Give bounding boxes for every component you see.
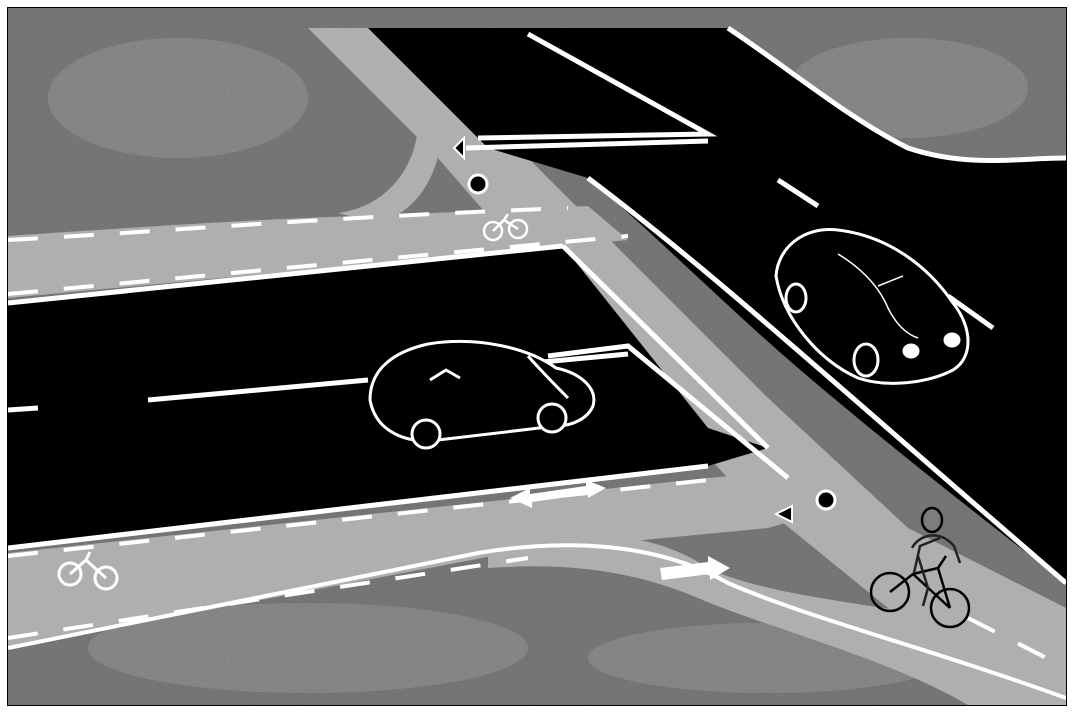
illustration-frame (7, 7, 1067, 706)
intersection-illustration (8, 8, 1066, 705)
